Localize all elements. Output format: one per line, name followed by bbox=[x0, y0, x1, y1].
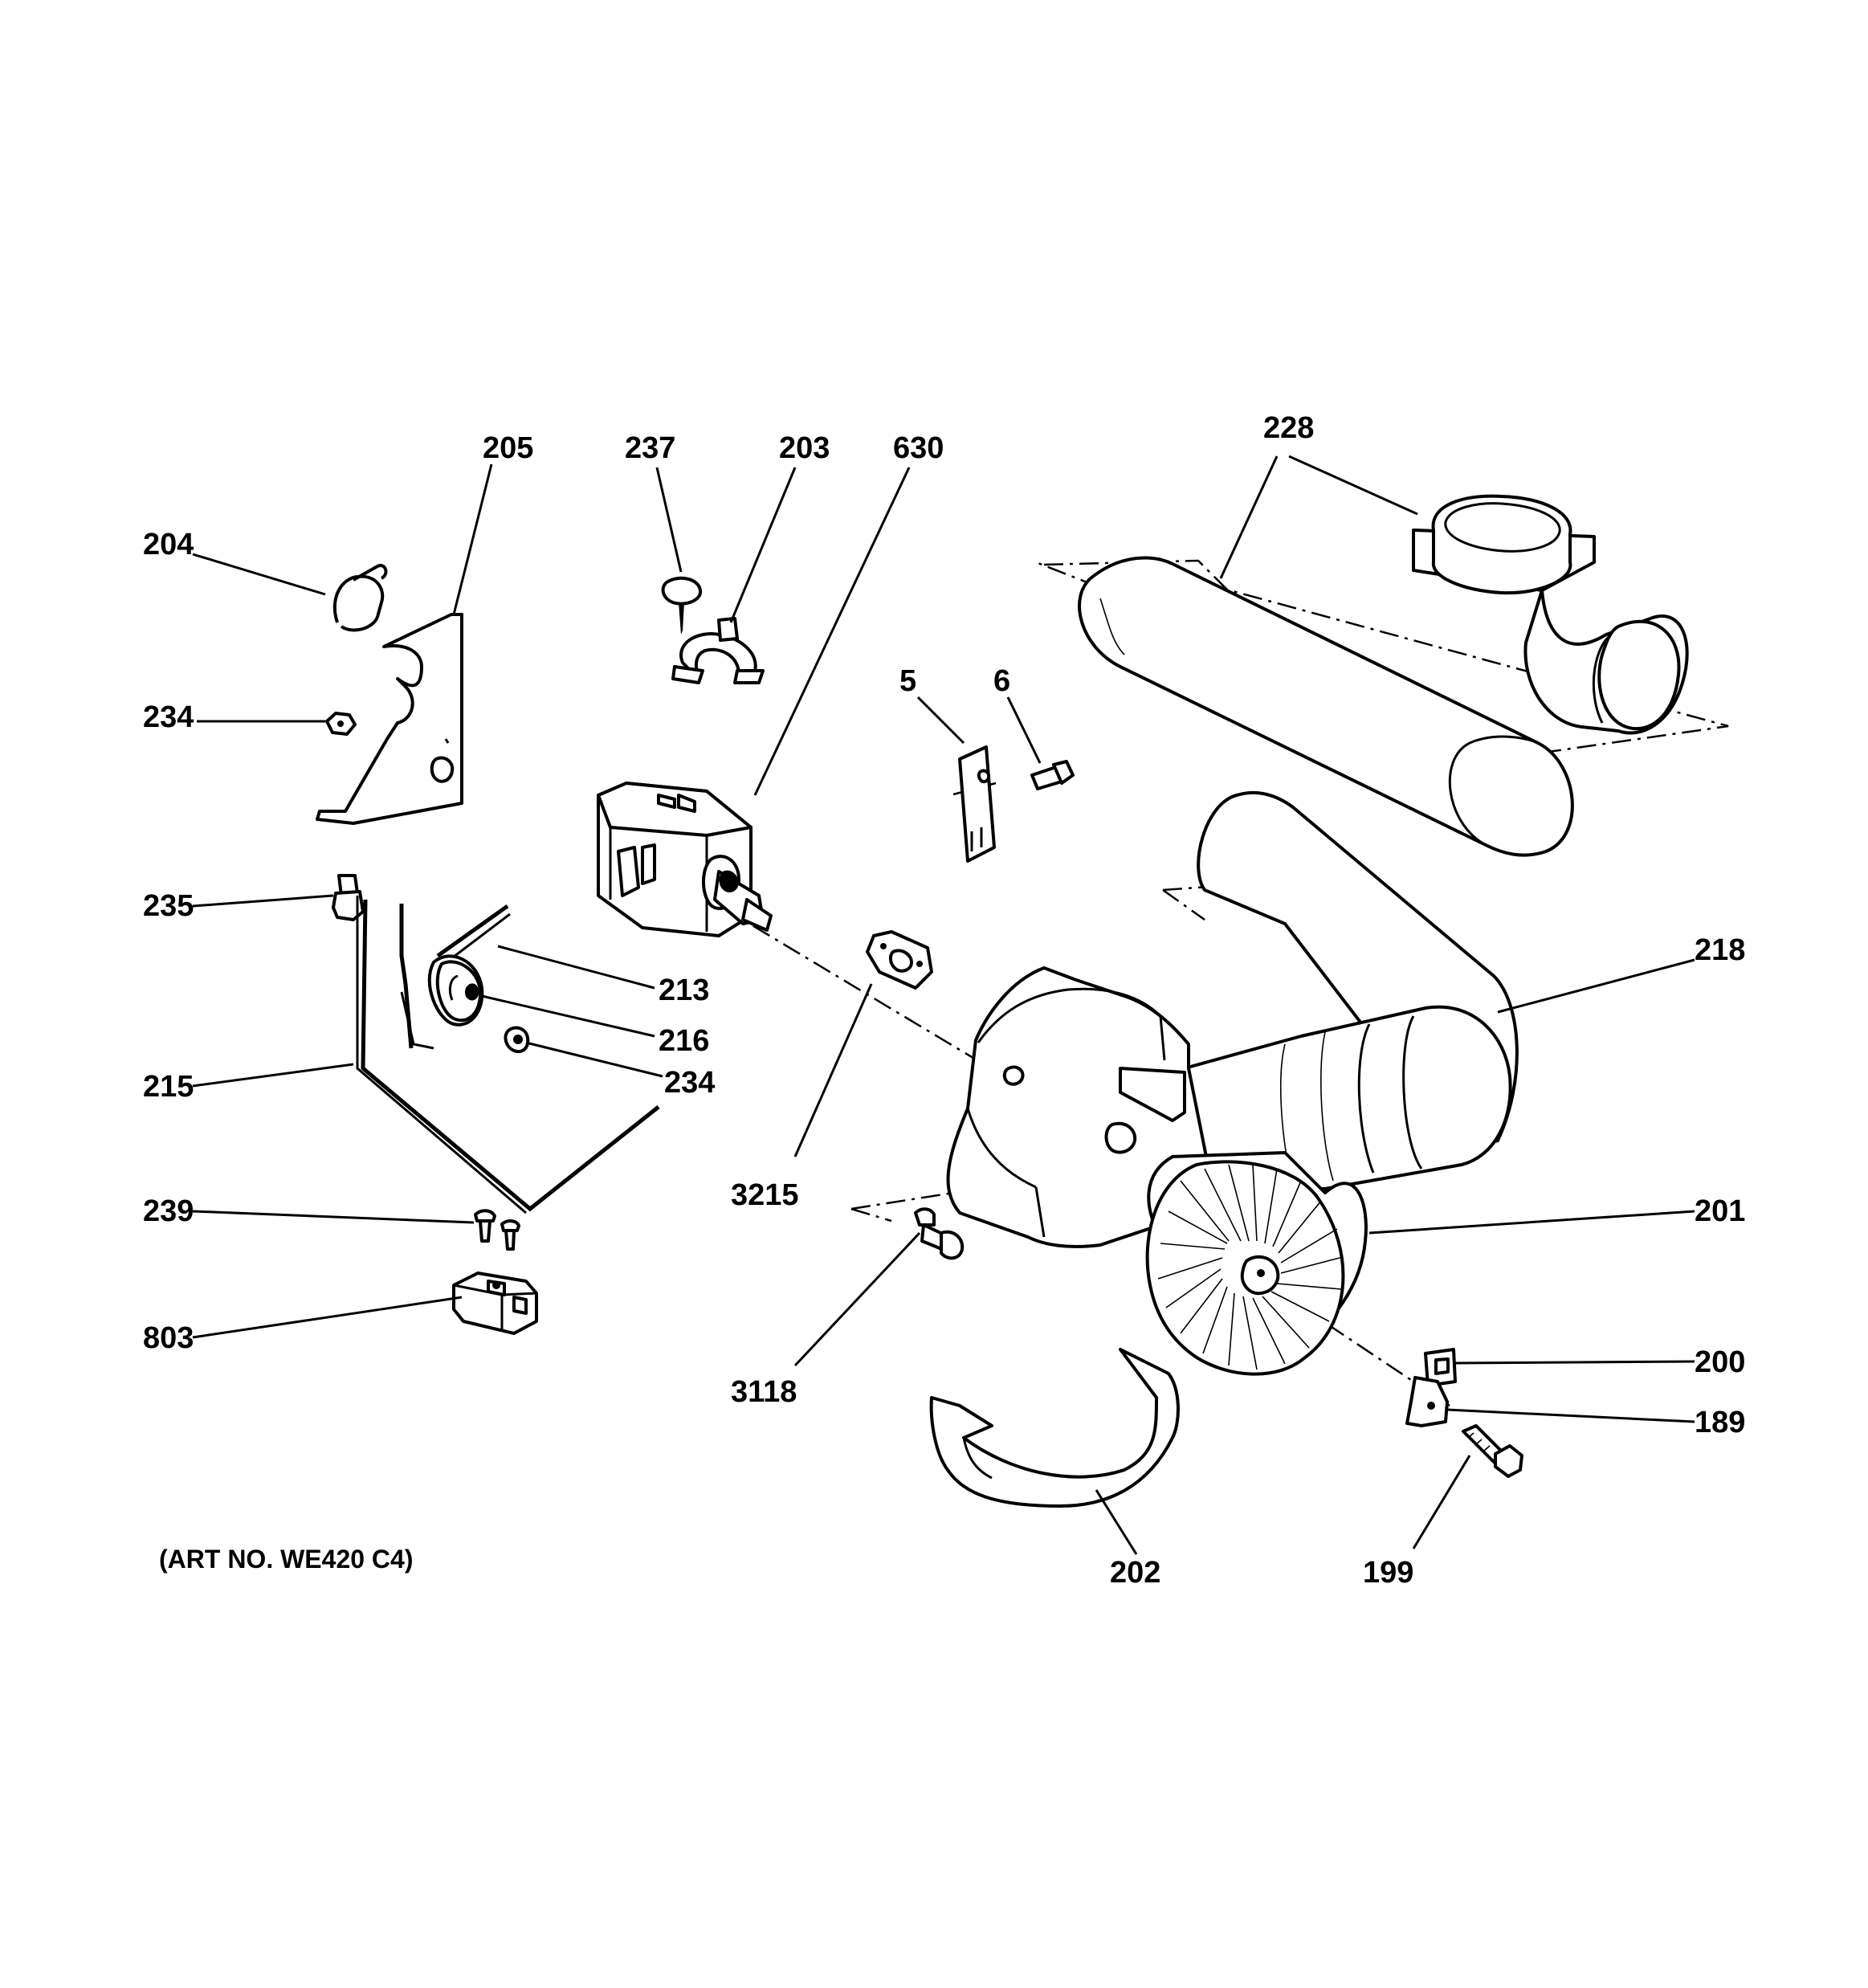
wheel-clip bbox=[1424, 1348, 1457, 1387]
duct-clamp bbox=[671, 617, 765, 684]
label-205: 205 bbox=[483, 431, 533, 465]
label-202: 202 bbox=[1110, 1556, 1160, 1590]
blower-wheel-fins bbox=[1157, 1164, 1344, 1370]
clip bbox=[332, 564, 388, 632]
bracket-bolt bbox=[332, 874, 365, 921]
label-200: 200 bbox=[1695, 1345, 1745, 1379]
label-234-lower: 234 bbox=[664, 1066, 715, 1100]
label-228: 228 bbox=[1263, 411, 1314, 445]
label-630: 630 bbox=[893, 431, 944, 465]
label-203: 203 bbox=[779, 431, 830, 465]
label-218: 218 bbox=[1695, 933, 1745, 967]
clip-nut bbox=[1405, 1376, 1449, 1427]
exhaust-duct-tube bbox=[1078, 556, 1574, 857]
label-234-top: 234 bbox=[143, 700, 194, 734]
motor-mount bbox=[866, 930, 933, 990]
blower-duct bbox=[946, 790, 1519, 1248]
label-189: 189 bbox=[1695, 1406, 1745, 1439]
motor-bracket bbox=[316, 613, 463, 825]
clamp-screw bbox=[661, 576, 703, 635]
top-hex-nut bbox=[325, 712, 357, 736]
exhaust-duct-elbow bbox=[1412, 494, 1689, 735]
idler-pulley bbox=[427, 954, 484, 1027]
label-6: 6 bbox=[993, 664, 1010, 698]
mounting-screw bbox=[914, 1207, 965, 1260]
label-199: 199 bbox=[1363, 1556, 1413, 1590]
drive-motor bbox=[597, 782, 773, 937]
wheel-bolt bbox=[1462, 1424, 1523, 1478]
terminal-block bbox=[452, 1272, 538, 1335]
idler-washer bbox=[504, 1026, 530, 1054]
label-213: 213 bbox=[659, 974, 709, 1007]
label-201: 201 bbox=[1695, 1194, 1745, 1228]
blower-wheel bbox=[1145, 1151, 1368, 1376]
label-5: 5 bbox=[899, 664, 916, 698]
label-3118: 3118 bbox=[731, 1375, 797, 1409]
label-3215: 3215 bbox=[731, 1178, 799, 1212]
art-number-caption: (ART NO. WE420 C4) bbox=[159, 1545, 413, 1574]
part-labels: 205 237 203 630 228 204 234 5 6 235 218 … bbox=[143, 411, 1745, 1590]
leader-lines bbox=[192, 455, 1695, 1555]
label-204: 204 bbox=[143, 528, 194, 561]
idler-spring-arm bbox=[356, 896, 660, 1214]
block-screws bbox=[474, 1209, 520, 1251]
switch-bracket bbox=[958, 745, 996, 863]
label-216: 216 bbox=[659, 1024, 709, 1058]
label-215: 215 bbox=[143, 1070, 194, 1104]
blower-scroll-shield bbox=[929, 1348, 1180, 1508]
label-239: 239 bbox=[143, 1194, 194, 1228]
label-803: 803 bbox=[143, 1321, 194, 1355]
label-237: 237 bbox=[625, 431, 675, 465]
label-235: 235 bbox=[143, 889, 194, 923]
bracket-screw bbox=[1030, 760, 1075, 790]
